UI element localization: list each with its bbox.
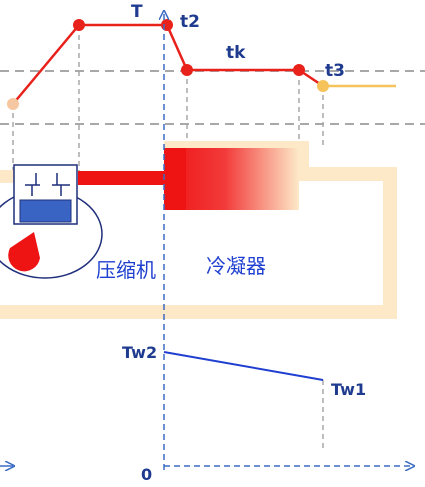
point-condense-start <box>181 64 193 76</box>
point-condense-end <box>293 64 305 76</box>
label-tw2: Tw2 <box>122 343 157 362</box>
label-t2: t2 <box>180 12 200 32</box>
condenser-block-left-fill <box>164 148 186 210</box>
valve-right <box>52 173 70 196</box>
label-tk: tk <box>226 43 246 63</box>
label-compressor: 压缩机 <box>96 258 156 282</box>
point-start <box>7 98 19 110</box>
point-discharge <box>73 19 85 31</box>
point-t3 <box>317 80 329 92</box>
label-condenser: 冷凝器 <box>206 254 266 278</box>
label-origin: 0 <box>141 465 152 484</box>
temperature-curve-hot <box>12 23 324 105</box>
label-T: T <box>131 2 143 22</box>
valve-left <box>25 173 40 196</box>
water-temperature-line <box>163 351 324 381</box>
label-tw1: Tw1 <box>331 380 366 399</box>
label-t3: t3 <box>325 61 345 81</box>
condenser-block <box>164 148 299 210</box>
crank-wheel <box>8 232 40 272</box>
point-t2 <box>161 19 173 31</box>
compressor <box>0 164 103 279</box>
discharge-pipe <box>78 171 166 185</box>
piston <box>19 199 72 223</box>
